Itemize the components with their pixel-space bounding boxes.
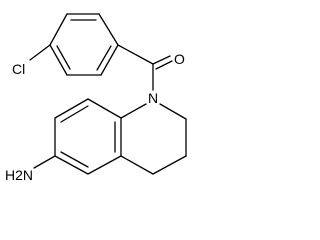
- bond-n-c8a: [120, 103, 147, 119]
- bond-phenyl-double-3: [56, 45, 71, 70]
- bond-carbonyl-b: [155, 60, 173, 70]
- bond-c4a-c5: [87, 155, 122, 175]
- structure-diagram: Cl O N H2N: [5, 13, 187, 183]
- chlorine-label: Cl: [12, 61, 25, 77]
- bond-carbonyl-a: [152, 55, 171, 65]
- aromatic-ring: [54, 98, 122, 175]
- bond-phenyl-6: [49, 13, 68, 46]
- bond-n-c2: [159, 103, 187, 120]
- bond-aromatic-double-2: [60, 151, 89, 168]
- bond-aromatic-double-3: [60, 105, 89, 123]
- bond-c5-c6: [54, 155, 89, 175]
- oxygen-label: O: [174, 51, 185, 67]
- bond-phenyl-double-2: [96, 45, 112, 71]
- bond-c7-c8: [54, 98, 89, 119]
- bond-phenyl-2: [98, 13, 119, 46]
- saturated-ring: [120, 103, 187, 175]
- bond-c3-c4: [152, 155, 187, 175]
- amine-label: H2N: [5, 167, 33, 183]
- bond-c4-c4a: [120, 155, 154, 175]
- bond-c-cl: [29, 44, 51, 61]
- bond-c8-c8a: [87, 98, 122, 119]
- bond-ring-carbonyl: [117, 44, 154, 65]
- chlorophenyl-ring: [49, 13, 119, 76]
- bond-phenyl-3: [100, 44, 119, 76]
- bond-phenyl-5: [49, 44, 68, 76]
- bond-c-nh2: [33, 155, 56, 169]
- nitrogen-label: N: [148, 90, 158, 106]
